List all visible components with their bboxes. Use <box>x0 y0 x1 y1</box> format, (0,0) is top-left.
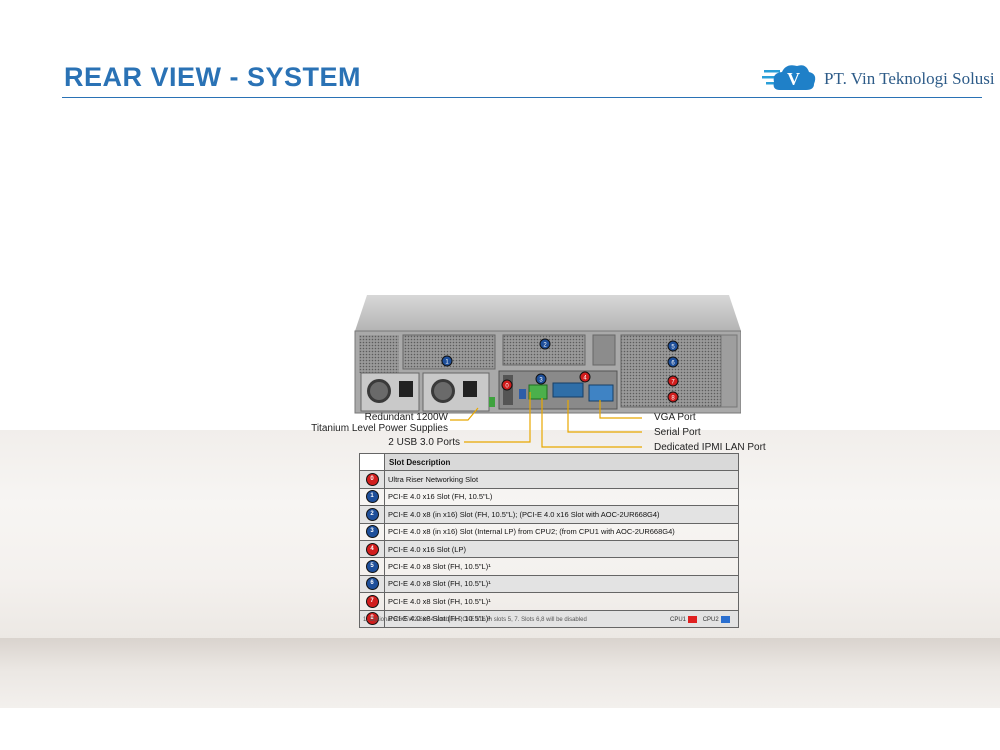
legend-swatch-cpu2 <box>720 616 730 623</box>
serial-port <box>552 382 584 398</box>
ipmi-lan-port <box>528 384 548 400</box>
slot-badge: 6 <box>365 577 379 591</box>
slot-description-cell: PCI-E 4.0 x8 Slot (FH, 10.5"L)¹ <box>384 574 739 594</box>
slot-number-cell: 1 <box>359 487 385 507</box>
table-row: 4 PCI-E 4.0 x16 Slot (LP) <box>359 539 739 559</box>
power-supply-1 <box>360 372 420 412</box>
riser-slot-3 <box>592 334 616 366</box>
table-row: 3 PCI-E 4.0 x8 (in x16) Slot (Internal LP… <box>359 522 739 541</box>
slot-badge: 4 <box>365 542 379 556</box>
company-logo: V PT. Vin Teknologi Solusi <box>762 60 995 96</box>
title-divider <box>62 97 982 98</box>
background-shelf <box>0 638 1000 708</box>
legend-swatch-cpu1 <box>688 616 698 623</box>
slot-number-cell: 2 <box>359 505 385 524</box>
slot-badge: 5 <box>365 560 379 574</box>
table-footnote: 1. Optional RSC-W2-66G4 enables PCI-E x1… <box>363 617 587 623</box>
callout-usb: 2 USB 3.0 Ports <box>388 437 460 448</box>
chassis-badge-8: 8 <box>667 391 679 403</box>
slot-description-cell: PCI-E 4.0 x8 (in x16) Slot (FH, 10.5"L);… <box>384 505 739 524</box>
slot-number-cell: 3 <box>359 522 385 541</box>
svg-text:1: 1 <box>445 360 449 366</box>
table-row: 2 PCI-E 4.0 x8 (in x16) Slot (FH, 10.5"L)… <box>359 505 739 524</box>
chassis-badge-3: 3 <box>535 373 547 385</box>
svg-text:2: 2 <box>543 343 547 349</box>
page-title: REAR VIEW - SYSTEM <box>64 62 362 92</box>
svg-text:7: 7 <box>671 380 675 386</box>
slot-badge: 2 <box>365 507 379 521</box>
callout-ipmi: Dedicated IPMI LAN Port <box>654 442 766 453</box>
chassis-lid <box>355 295 741 331</box>
slot-number-cell: 5 <box>359 557 385 576</box>
slot-badge: 7 <box>365 594 379 608</box>
chassis-badge-4: 4 <box>579 371 591 383</box>
slot-badge: 8 <box>365 612 379 626</box>
legend-label-cpu1: CPU1 <box>670 616 687 623</box>
chassis-edge <box>720 334 738 408</box>
chassis-badge-1: 1 <box>441 355 453 367</box>
cpu-legend: CPU1 CPU2 <box>670 616 734 623</box>
callout-serial: Serial Port <box>654 427 701 438</box>
table-row: 8 PCI-E 4.0 x8 Slot (FH, 10.5"L)¹ <box>359 609 739 628</box>
table-header: Slot Description <box>384 452 739 472</box>
slot-description-cell: PCI-E 4.0 x8 Slot (FH, 10.5"L)¹ <box>384 609 739 628</box>
slot-number-cell: 4 <box>359 539 385 559</box>
callout-psu: Redundant 1200W Titanium Level Power Sup… <box>300 412 448 434</box>
slot-number-cell: 6 <box>359 574 385 594</box>
slot-description-cell: PCI-E 4.0 x8 Slot (FH, 10.5"L)¹ <box>384 557 739 576</box>
company-name: PT. Vin Teknologi Solusi <box>824 69 995 88</box>
slot-description-cell: PCI-E 4.0 x8 (in x16) Slot (Internal LP)… <box>384 522 739 541</box>
table-row: 0 Ultra Riser Networking Slot <box>359 470 739 489</box>
vent-mesh <box>359 335 399 373</box>
chassis-badge-5: 5 <box>667 340 679 352</box>
slot-description-table: Slot Description 0 Ultra Riser Networking… <box>359 452 739 628</box>
svg-text:V: V <box>787 69 800 89</box>
slot-description-cell: PCI-E 4.0 x8 Slot (FH, 10.5"L)¹ <box>384 592 739 611</box>
callout-psu-line1: Redundant 1200W <box>364 412 448 423</box>
svg-text:3: 3 <box>539 378 543 384</box>
cloud-logo-icon: V <box>762 65 816 90</box>
table-row: 5 PCI-E 4.0 x8 Slot (FH, 10.5"L)¹ <box>359 557 739 576</box>
server-rear-image: 1 2 3 0 4 5 6 7 8 <box>354 295 741 414</box>
slot-description-cell: PCI-E 4.0 x16 Slot (LP) <box>384 539 739 559</box>
table-row: 1 PCI-E 4.0 x16 Slot (FH, 10.5"L) <box>359 487 739 507</box>
usb-port <box>519 389 526 399</box>
table-row: 6 PCI-E 4.0 x8 Slot (FH, 10.5"L)¹ <box>359 574 739 594</box>
chassis-badge-7: 7 <box>667 375 679 387</box>
slot-badge: 1 <box>365 490 379 504</box>
power-supply-2 <box>422 372 495 412</box>
slot-badge: 0 <box>365 473 379 487</box>
slot-number-cell: 0 <box>359 470 385 489</box>
svg-text:0: 0 <box>505 384 509 390</box>
table-row: 7 PCI-E 4.0 x8 Slot (FH, 10.5"L)¹ <box>359 592 739 611</box>
svg-text:8: 8 <box>671 396 675 402</box>
slot-badge: 3 <box>365 525 379 539</box>
callout-psu-line2: Titanium Level Power Supplies <box>311 423 448 434</box>
chassis-badge-2: 2 <box>539 338 551 350</box>
slot-description-cell: Ultra Riser Networking Slot <box>384 470 739 489</box>
slot-description-cell: PCI-E 4.0 x16 Slot (FH, 10.5"L) <box>384 487 739 507</box>
legend-label-cpu2: CPU2 <box>702 616 719 623</box>
background-bottom <box>0 708 1000 750</box>
svg-text:6: 6 <box>671 361 675 367</box>
chassis-badge-6: 6 <box>667 356 679 368</box>
vga-port <box>588 384 614 402</box>
slot-number-cell: 8 <box>359 609 385 628</box>
slot-number-cell: 7 <box>359 592 385 611</box>
chassis-badge-0: 0 <box>501 379 513 391</box>
svg-text:4: 4 <box>583 376 587 382</box>
table-header-row: Slot Description <box>359 452 739 472</box>
svg-text:5: 5 <box>671 345 675 351</box>
callout-vga: VGA Port <box>654 412 696 423</box>
io-panel <box>498 370 618 410</box>
